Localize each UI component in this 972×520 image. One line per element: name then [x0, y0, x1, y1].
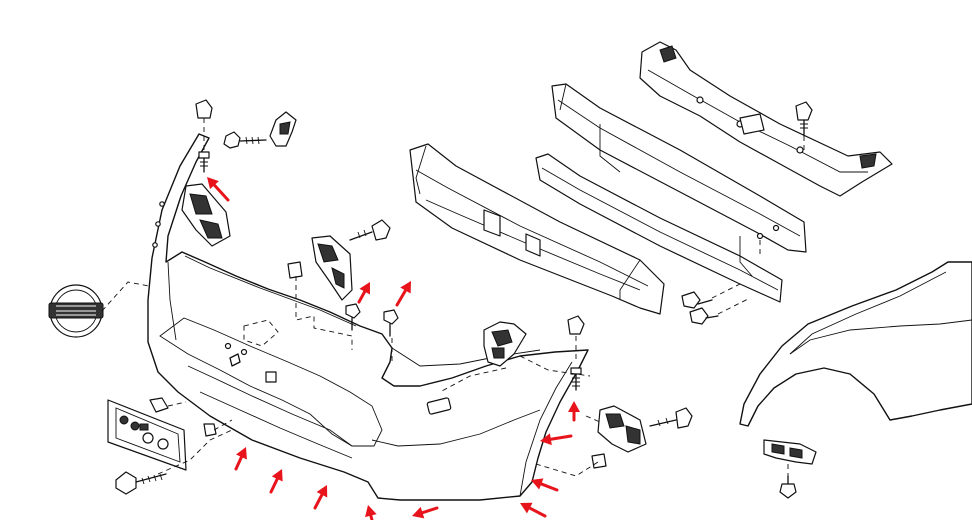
- arrow-shaft: [420, 506, 439, 515]
- leader-center: [243, 276, 393, 362]
- bolt-right-side: [649, 407, 693, 429]
- arrow-shaft: [234, 455, 243, 471]
- pointer-arrow: [412, 506, 439, 519]
- pointer-arrow: [207, 177, 230, 202]
- lower-clips-left: [149, 371, 277, 437]
- right-side-bracket: [597, 405, 647, 453]
- arrow-shaft: [313, 493, 324, 510]
- nissan-emblem: [48, 284, 104, 338]
- bumper-reinforcement-beam: [409, 143, 665, 315]
- center-bracket: [311, 235, 353, 301]
- arrow-shaft: [539, 482, 559, 492]
- bolt-top-left: [223, 131, 267, 149]
- pointer-arrow: [395, 281, 411, 307]
- pointer-arrow: [520, 502, 547, 518]
- clip-right-lower: [591, 453, 607, 469]
- pointer-arrow: [568, 401, 580, 422]
- upper-radiator-support: [639, 41, 893, 197]
- arrow-shaft: [549, 434, 573, 441]
- arrow-shaft: [357, 290, 367, 304]
- fender-bracket-bolt: [779, 464, 797, 499]
- arrow-head: [271, 469, 283, 482]
- right-top-bracket: [483, 321, 527, 367]
- arrow-head: [531, 478, 544, 490]
- arrow-shaft: [528, 506, 547, 518]
- pointer-arrow: [365, 505, 377, 520]
- pointer-arrow: [313, 485, 328, 510]
- beam-mount-bolts: [681, 224, 780, 325]
- pointer-arrow: [531, 478, 559, 492]
- leader-license: [157, 429, 233, 475]
- rear-support-beam: [535, 83, 807, 303]
- arrow-head: [540, 433, 552, 446]
- arrow-head: [400, 281, 411, 294]
- arrow-head: [365, 505, 377, 518]
- front-fender: [739, 261, 972, 427]
- arrow-layer: [207, 177, 580, 520]
- left-side-bracket: [181, 183, 231, 247]
- arrow-head: [359, 282, 370, 295]
- clip-nut-top-left: [195, 99, 213, 173]
- pointer-arrow: [234, 447, 247, 471]
- bolt-center: [349, 219, 391, 241]
- pointer-arrow: [357, 282, 370, 304]
- arrow-head: [412, 506, 425, 519]
- bolt-upper-support: [795, 101, 813, 150]
- front-bumper-cover: [147, 133, 589, 501]
- clip-nut-right: [567, 315, 585, 391]
- clips-center: [287, 261, 399, 337]
- arrow-head: [520, 502, 533, 514]
- arrow-shaft: [369, 514, 374, 520]
- leader-right: [439, 355, 601, 477]
- arrow-head: [316, 485, 328, 498]
- clip-bracket-top: [269, 111, 297, 147]
- license-plate-bracket: [107, 399, 187, 471]
- arrow-shaft: [395, 289, 407, 307]
- arrow-head: [568, 401, 580, 412]
- bracket-bolt-left: [115, 471, 167, 495]
- arrow-head: [207, 177, 219, 190]
- arrow-shaft: [269, 477, 279, 494]
- pointer-arrow: [540, 433, 573, 446]
- arrow-shaft: [212, 183, 230, 202]
- pointer-arrow: [269, 469, 283, 494]
- arrow-head: [235, 447, 247, 460]
- fender-bracket: [763, 439, 817, 465]
